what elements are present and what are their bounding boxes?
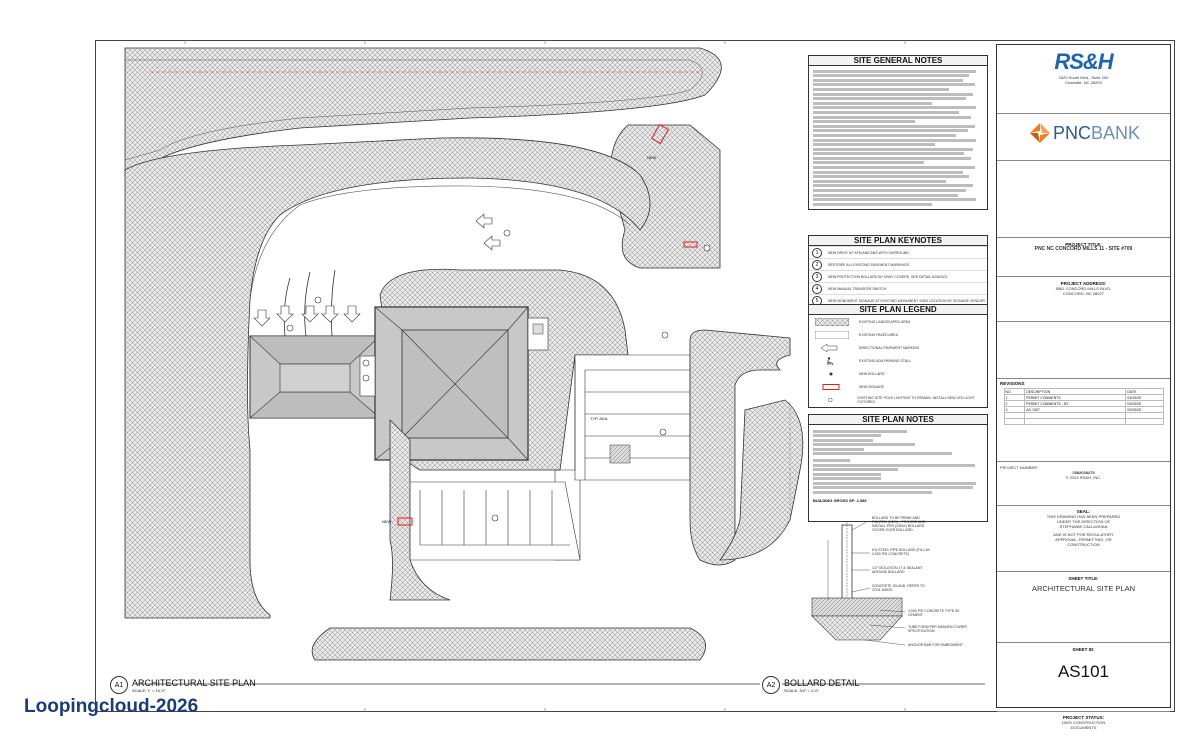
landscape-top-strip [124, 47, 722, 176]
bollard-label: 1/2" ISOLATION JT & SEALANT AROUND BOLLA… [872, 566, 923, 574]
bollard-label: BOLLARD TO BE PRIME AND PAINTED (NEW) - … [872, 516, 926, 532]
grid-ticks [184, 40, 906, 712]
bollard-detail-drawing [811, 519, 906, 646]
landscape-hatch-swatch [815, 317, 849, 326]
accessible-icon [827, 356, 834, 365]
signage-icon [822, 383, 840, 390]
landscape-curved-area [124, 137, 651, 619]
arrow-icon [820, 343, 838, 352]
project-title: PNC NC CONCORD MILLS 11 - SITE #709 [1034, 246, 1133, 252]
bottom-parking-area [389, 419, 581, 601]
view-label-a2: A2 BOLLARD DETAIL SCALE: 3/4" = 1'-0" [762, 676, 859, 694]
landscape-island-upper-right [609, 124, 721, 269]
firm-logo-section: RS&H 1520 South Blvd., Suite 200 Charlot… [997, 49, 1170, 114]
sheet-title: ARCHITECTURAL SITE PLAN [1031, 584, 1136, 593]
bollard-label: CONCRETE ISLAND, REFER TO CIVIL DWGS [872, 584, 925, 592]
project-address-section: PROJECT ADDRESS: 8561 CONCORD MILLS BLVD… [997, 277, 1170, 322]
bollard-label: 6"ø STEEL PIPE BOLLARD (FILL W/ 3,000 PS… [872, 548, 930, 556]
landscape-bottom-island [311, 627, 707, 661]
bank-building [249, 306, 549, 461]
sheet-title-section: SHEET TITLE: ARCHITECTURAL SITE PLAN [997, 572, 1170, 643]
site-plan-notes-title: SITE PLAN NOTES [809, 415, 987, 425]
bollard-label: 4,000 PSI CONCRETE TYPE 3S CEMENT [908, 609, 960, 617]
drawing-sheet-border [95, 40, 1175, 712]
view-scale-a1: SCALE: 1" = 10'-0" [132, 687, 166, 693]
site-general-notes-panel: SITE GENERAL NOTES [808, 55, 988, 211]
directional-arrows [253, 213, 501, 327]
light-pole-icon [828, 397, 833, 402]
firm-logo: RS&H [1054, 49, 1113, 74]
project-number: 2582038275 [1072, 470, 1095, 475]
view-title-a1: ARCHITECTURAL SITE PLAN [132, 677, 256, 688]
building-area-label: BUILDING GROSS SF: 2,386 [813, 497, 867, 503]
legend-row: EXISTING PAVED AREA [809, 328, 987, 341]
legend-row: NEW BOLLARD [809, 367, 987, 380]
legend-row: DIRECTIONAL PAVEMENT MARKING [809, 341, 987, 354]
typ-ada-label: TYP. ADA [590, 416, 608, 421]
project-number-section: PROJECT NUMBER: 2582038275 © 2024 RS&H, … [997, 462, 1170, 506]
sheet-id: AS101 [1057, 662, 1110, 681]
new-sign-label: NEW [647, 155, 657, 160]
site-plan-notes-panel: SITE PLAN NOTES BUILDING GROSS SF: 2,386 [808, 414, 988, 522]
bollard-dot-icon [829, 372, 833, 375]
legend-row: EXISTING ADA PARKING STALL [809, 354, 987, 367]
view-title-a2: BOLLARD DETAIL [784, 677, 860, 688]
legend-title: SITE PLAN LEGEND [809, 305, 987, 315]
general-notes-lines [809, 66, 987, 209]
view-label-a1: A1 ARCHITECTURAL SITE PLAN SCALE: 1" = 1… [110, 676, 256, 694]
view-scale-a2: SCALE: 3/4" = 1'-0" [784, 687, 819, 693]
client-logo-section: PNCBANK [997, 114, 1170, 161]
project-title-section: PROJECT TITLE: PNC NC CONCORD MILLS 11 -… [997, 238, 1170, 277]
new-sign-label-2: NEW [382, 519, 392, 524]
title-block: RS&H 1520 South Blvd., Suite 200 Charlot… [996, 44, 1171, 730]
site-plan-legend-panel: SITE PLAN LEGEND EXISTING LANDSCAPED ARE… [808, 304, 988, 408]
keynotes-title: SITE PLAN KEYNOTES [809, 236, 987, 246]
bollard-label: TUBE FORM PER MANUFACTURER SPECIFICATION [908, 625, 967, 633]
sheet-id-section: SHEET ID: AS101 [997, 643, 1170, 712]
project-status-section: PROJECT STATUS: 100% CONSTRUCTION DOCUME… [1061, 715, 1106, 730]
bollard-label: ANCHOR BAR FOR EMBEDMENT [908, 643, 964, 647]
pnc-logo-icon [1029, 123, 1050, 143]
client-logo-text: PNCBANK [1052, 122, 1141, 143]
paved-swatch [815, 330, 849, 339]
watermark-text: Loopingcloud-2026 [24, 696, 199, 717]
legend-row: NEW SIGNAGE [809, 380, 987, 393]
general-notes-title: SITE GENERAL NOTES [809, 56, 987, 66]
seal-section: SEAL: THIS DRAWING HAS BEEN PREPARED UND… [997, 506, 1170, 572]
legend-row: EXISTING SITE POLE LIGHTING TO REMAIN. I… [809, 393, 987, 406]
legend-row: EXISTING LANDSCAPED AREA [809, 315, 987, 328]
right-parking-area [554, 329, 804, 566]
